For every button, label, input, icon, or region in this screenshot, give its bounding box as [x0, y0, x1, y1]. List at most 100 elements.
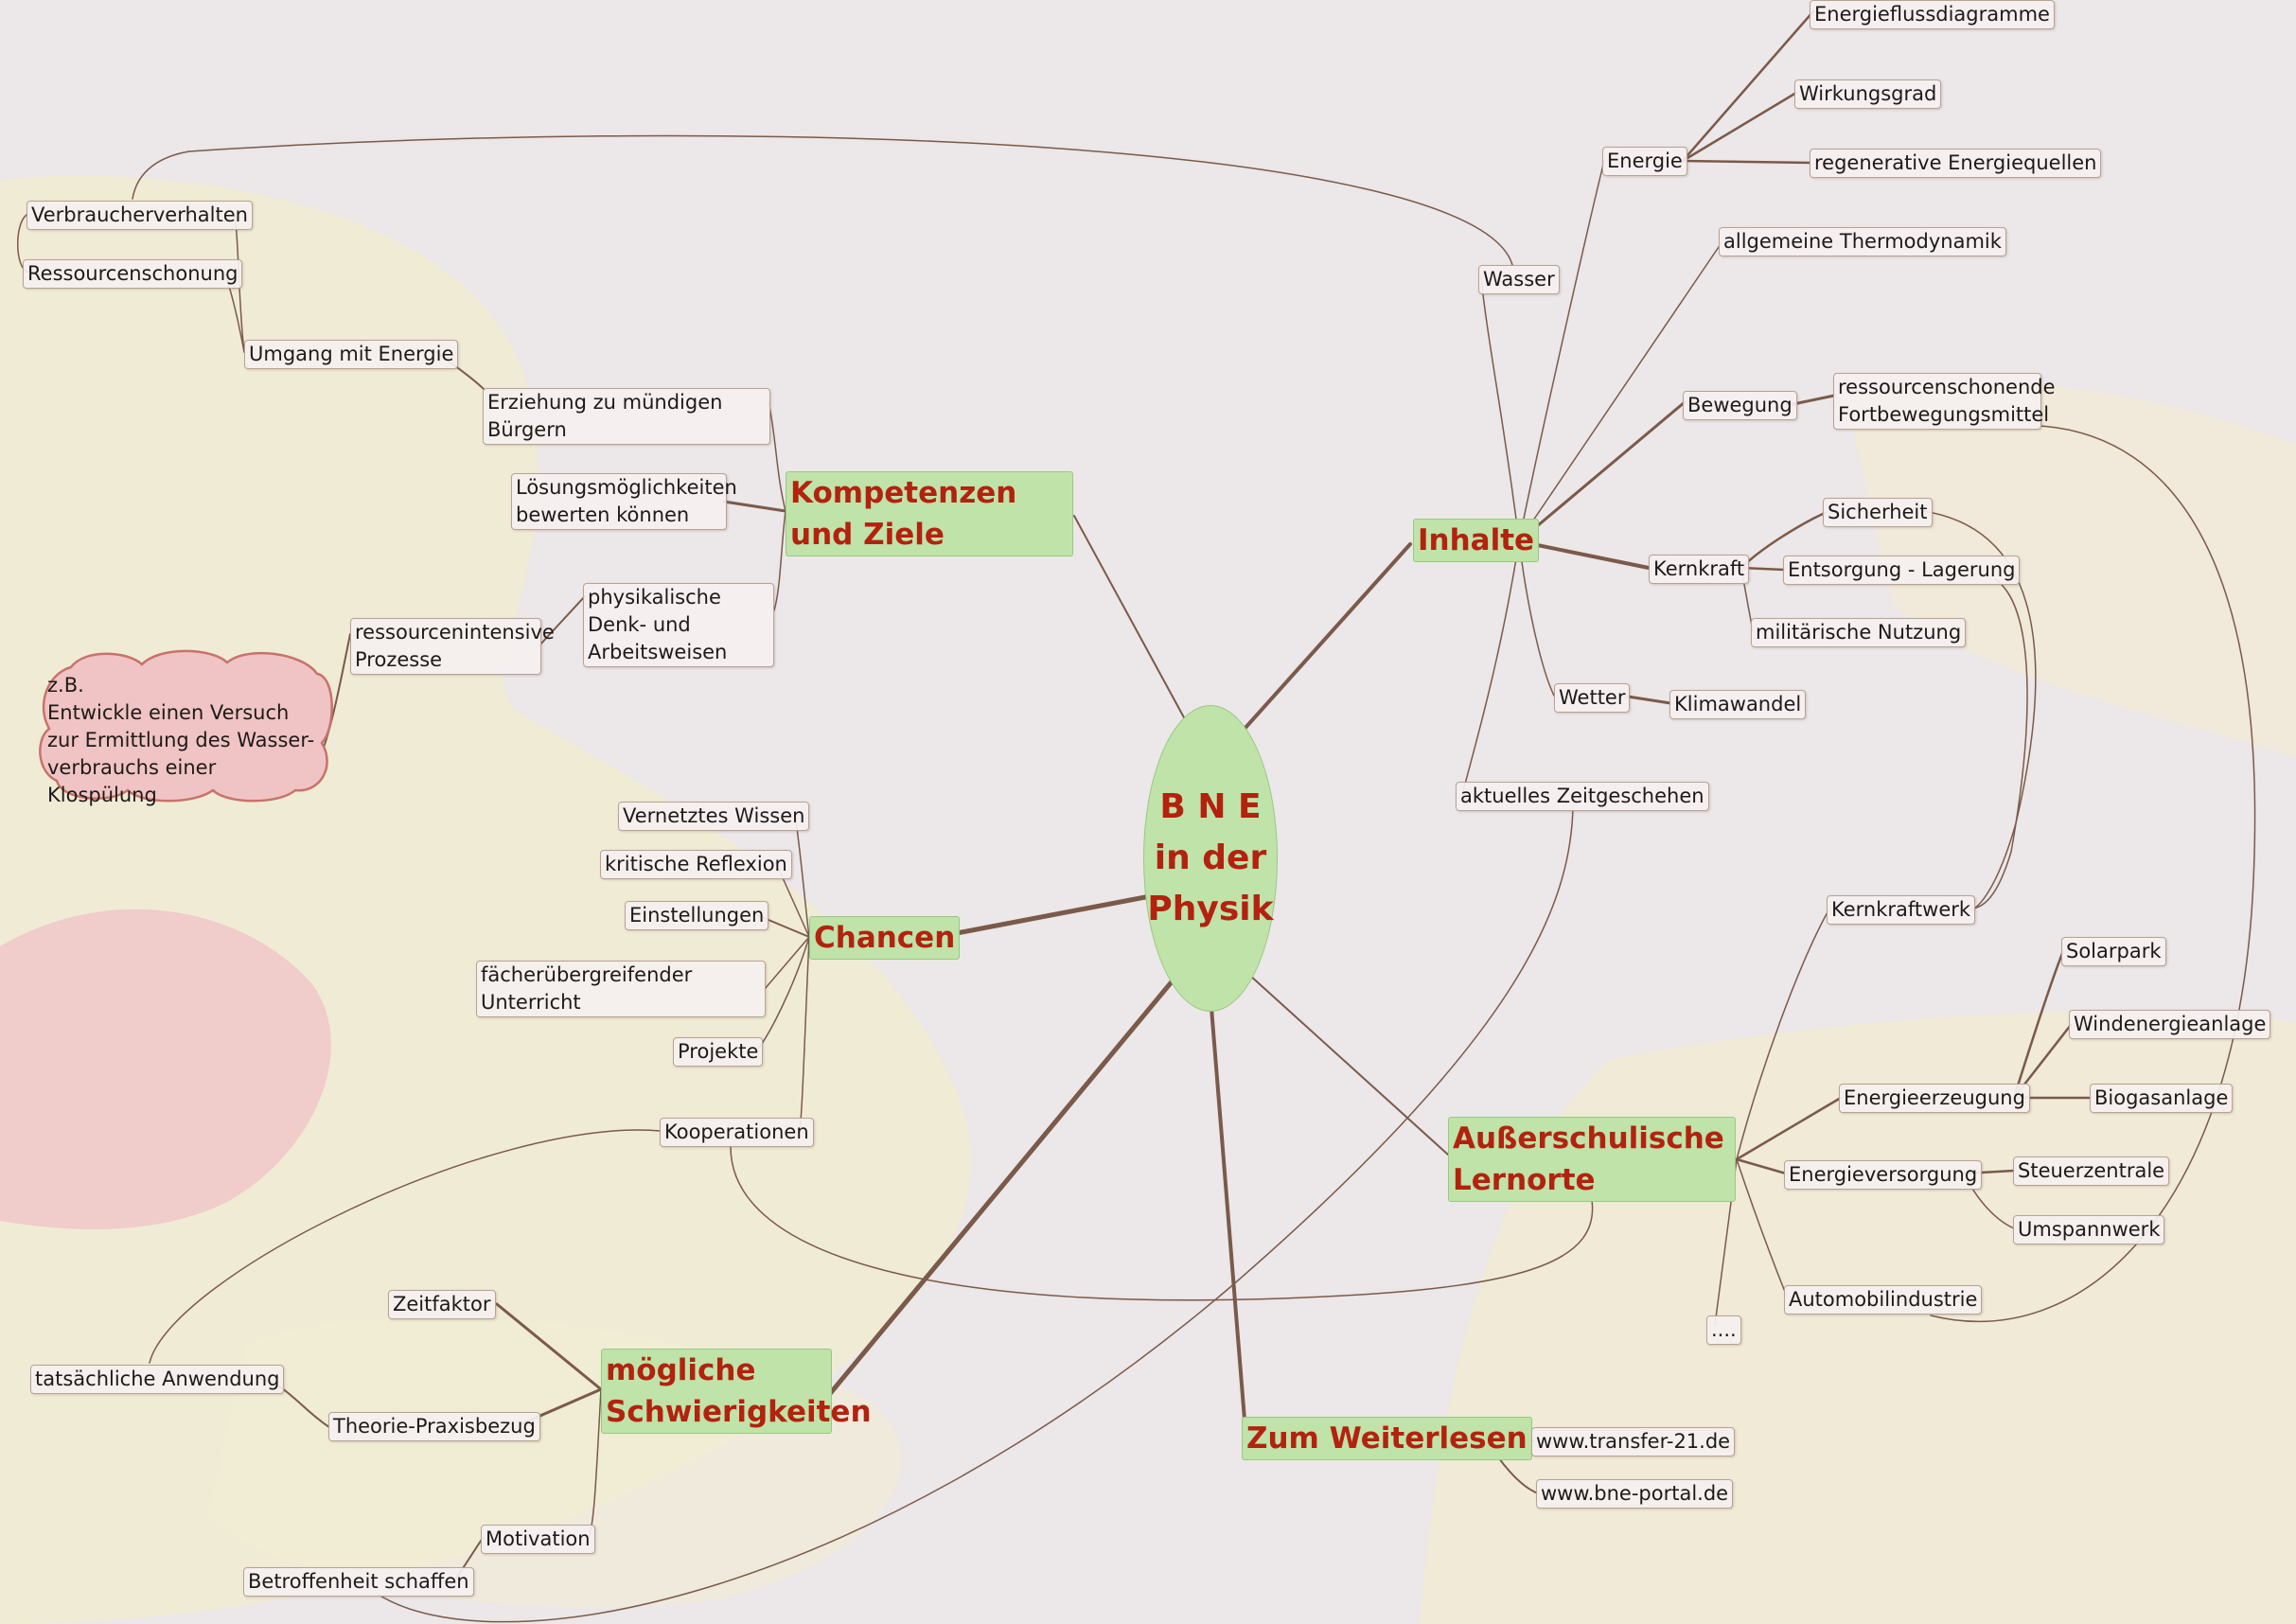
link-kompetenzen-loesung — [722, 500, 787, 513]
link-wasser-verbraucher — [132, 134, 1513, 266]
node-einstellungen[interactable]: Einstellungen — [625, 901, 769, 930]
link-bne-portal[interactable]: www.bne-portal.de — [1536, 1479, 1734, 1509]
link-inhalte-kernkraft — [1517, 539, 1651, 570]
topic-chancen[interactable]: Chancen — [809, 916, 961, 960]
node-biogasanlage[interactable]: Biogasanlage — [2090, 1084, 2234, 1113]
node-fortbewegungsmittel[interactable]: ressourcenschonende Fortbewegungsmittel — [1833, 373, 2056, 430]
link-chancen-kooperationen — [799, 936, 810, 1132]
node-solarpark[interactable]: Solarpark — [2061, 937, 2166, 966]
link-center-chancen — [934, 894, 1148, 940]
link-anwendung-kooperationen — [149, 1129, 662, 1364]
node-faecheruebergreifend[interactable]: fächerübergreifender Unterricht — [476, 961, 766, 1017]
link-kompetenzen-denk — [773, 510, 786, 611]
example-note-line-2: Entwickle einen Versuch — [47, 701, 290, 724]
node-weitere[interactable]: .... — [1706, 1315, 1741, 1345]
link-schwierigkeiten-motivation — [588, 1388, 602, 1539]
link-lernorte-automobil — [1736, 1158, 1788, 1297]
link-inhalte-thermo — [1518, 243, 1722, 542]
node-loesung[interactable]: Lösungsmöglichkeiten bewerten können — [511, 473, 737, 530]
link-inhalte-wetter — [1518, 540, 1555, 697]
node-kooperationen[interactable]: Kooperationen — [660, 1118, 814, 1147]
link-energieerzeugung-solarpark — [2012, 949, 2065, 1100]
node-kernkraft[interactable]: Kernkraft — [1649, 555, 1750, 584]
topic-kompetenzen[interactable]: Kompetenzen und Ziele — [786, 471, 1073, 556]
link-lernorte-energieerzeugung — [1735, 1096, 1843, 1161]
topic-weiterlesen[interactable]: Zum Weiterlesen — [1242, 1417, 1532, 1460]
node-energie[interactable]: Energie — [1602, 147, 1687, 176]
example-note: z.B. Entwickle einen Versuch zur Ermittl… — [38, 662, 329, 806]
node-windenergieanlage[interactable]: Windenergieanlage — [2069, 1010, 2271, 1039]
central-topic[interactable]: B N E in der Physik — [1143, 705, 1278, 1012]
link-center-inhalte — [1243, 542, 1412, 731]
node-motivation[interactable]: Motivation — [481, 1525, 595, 1554]
node-denk[interactable]: physikalische Denk- und Arbeitsweisen — [583, 583, 774, 667]
node-betroffenheit[interactable]: Betroffenheit schaffen — [243, 1567, 474, 1597]
topic-lernorte[interactable]: Außerschulische Lernorte — [1448, 1117, 1736, 1202]
node-militaerische-nutzung[interactable]: militärische Nutzung — [1751, 618, 1967, 647]
link-inhalte-wasser — [1480, 275, 1520, 542]
link-energie-energiefluss — [1681, 9, 1815, 163]
link-schwierigkeiten-zeitfaktor — [495, 1302, 603, 1391]
center-line-3: Physik — [1147, 890, 1274, 928]
link-inhalte-zeitgeschehen — [1461, 540, 1520, 796]
link-fortbewegung-automobil — [1930, 425, 2256, 1323]
node-steuerzentrale[interactable]: Steuerzentrale — [2013, 1156, 2170, 1186]
node-bewegung[interactable]: Bewegung — [1683, 391, 1797, 420]
node-vernetztes-wissen[interactable]: Vernetztes Wissen — [618, 802, 810, 831]
link-betroffenheit-zeitgeschehen — [378, 805, 1574, 1623]
node-sicherheit[interactable]: Sicherheit — [1823, 498, 1933, 527]
node-wirkungsgrad[interactable]: Wirkungsgrad — [1794, 79, 1942, 109]
node-regenerative-energiequellen[interactable]: regenerative Energiequellen — [1810, 149, 2102, 178]
link-energie-regenerativ — [1681, 159, 1811, 165]
link-kooperationen-lernorte — [730, 1144, 1594, 1301]
link-prozesse-cloud — [321, 633, 351, 753]
node-entsorgung-lagerung[interactable]: Entsorgung - Lagerung — [1783, 556, 2021, 585]
node-projekte[interactable]: Projekte — [673, 1037, 764, 1067]
node-theorie-praxis[interactable]: Theorie-Praxisbezug — [328, 1412, 540, 1441]
link-center-weiterlesen — [1210, 1006, 1246, 1421]
link-denk-prozesse — [539, 595, 586, 646]
node-kritische-reflexion[interactable]: kritische Reflexion — [600, 850, 792, 879]
node-zeitgeschehen[interactable]: aktuelles Zeitgeschehen — [1456, 782, 1709, 811]
link-sicherheit-kernkraftwerk — [1922, 510, 2037, 911]
link-lernorte-energieversorgung — [1735, 1157, 1788, 1175]
link-entsorgung-kernkraftwerk — [1972, 578, 2028, 909]
link-center-kompetenzen — [1073, 515, 1186, 720]
node-erziehung[interactable]: Erziehung zu mündigen Bürgern — [483, 388, 770, 445]
topic-inhalte[interactable]: Inhalte — [1413, 519, 1540, 562]
link-kompetenzen-erziehung — [768, 401, 786, 512]
example-note-line-3: zur Ermittlung des Wasser- — [47, 729, 315, 751]
link-lernorte-kernkraftwerk — [1736, 909, 1829, 1160]
link-transfer-21[interactable]: www.transfer-21.de — [1531, 1427, 1736, 1456]
center-line-2: in der — [1154, 838, 1267, 877]
node-verbraucher[interactable]: Verbraucherverhalten — [26, 201, 253, 230]
node-wetter[interactable]: Wetter — [1554, 683, 1631, 713]
link-center-lernorte — [1248, 974, 1449, 1156]
example-note-line-1: z.B. — [47, 674, 84, 697]
node-klimawandel[interactable]: Klimawandel — [1669, 690, 1807, 719]
node-wasser[interactable]: Wasser — [1478, 265, 1560, 294]
node-energieflussdiagramme[interactable]: Energieflussdiagramme — [1810, 0, 2055, 29]
node-umspannwerk[interactable]: Umspannwerk — [2013, 1215, 2165, 1244]
link-center-schwierigkeiten — [825, 977, 1176, 1399]
node-umgang[interactable]: Umgang mit Energie — [244, 340, 459, 369]
link-chancen-faecher — [764, 936, 810, 990]
link-energie-wirkungsgrad — [1681, 91, 1798, 163]
link-inhalte-energie — [1518, 160, 1605, 542]
example-cloud-shape — [39, 649, 333, 803]
example-note-line-4: verbrauchs einer Klospülung — [47, 756, 217, 806]
node-thermodynamik[interactable]: allgemeine Thermodynamik — [1719, 227, 2006, 256]
link-inhalte-bewegung — [1517, 400, 1687, 543]
link-wetter-klimawandel — [1626, 695, 1672, 705]
node-automobilindustrie[interactable]: Automobilindustrie — [1784, 1285, 1983, 1315]
node-kernkraftwerk[interactable]: Kernkraftwerk — [1827, 895, 1976, 925]
node-energieerzeugung[interactable]: Energieerzeugung — [1839, 1084, 2030, 1113]
node-anwendung[interactable]: tatsächliche Anwendung — [30, 1365, 285, 1394]
node-energieversorgung[interactable]: Energieversorgung — [1784, 1160, 1983, 1190]
node-ressourcen[interactable]: Ressourcenschonung — [23, 259, 243, 289]
node-zeitfaktor[interactable]: Zeitfaktor — [388, 1290, 496, 1319]
node-prozesse[interactable]: ressourcenintensive Prozesse — [350, 618, 555, 675]
topic-schwierigkeiten[interactable]: mögliche Schwierigkeiten — [601, 1349, 872, 1434]
link-chancen-wissen — [794, 815, 810, 938]
